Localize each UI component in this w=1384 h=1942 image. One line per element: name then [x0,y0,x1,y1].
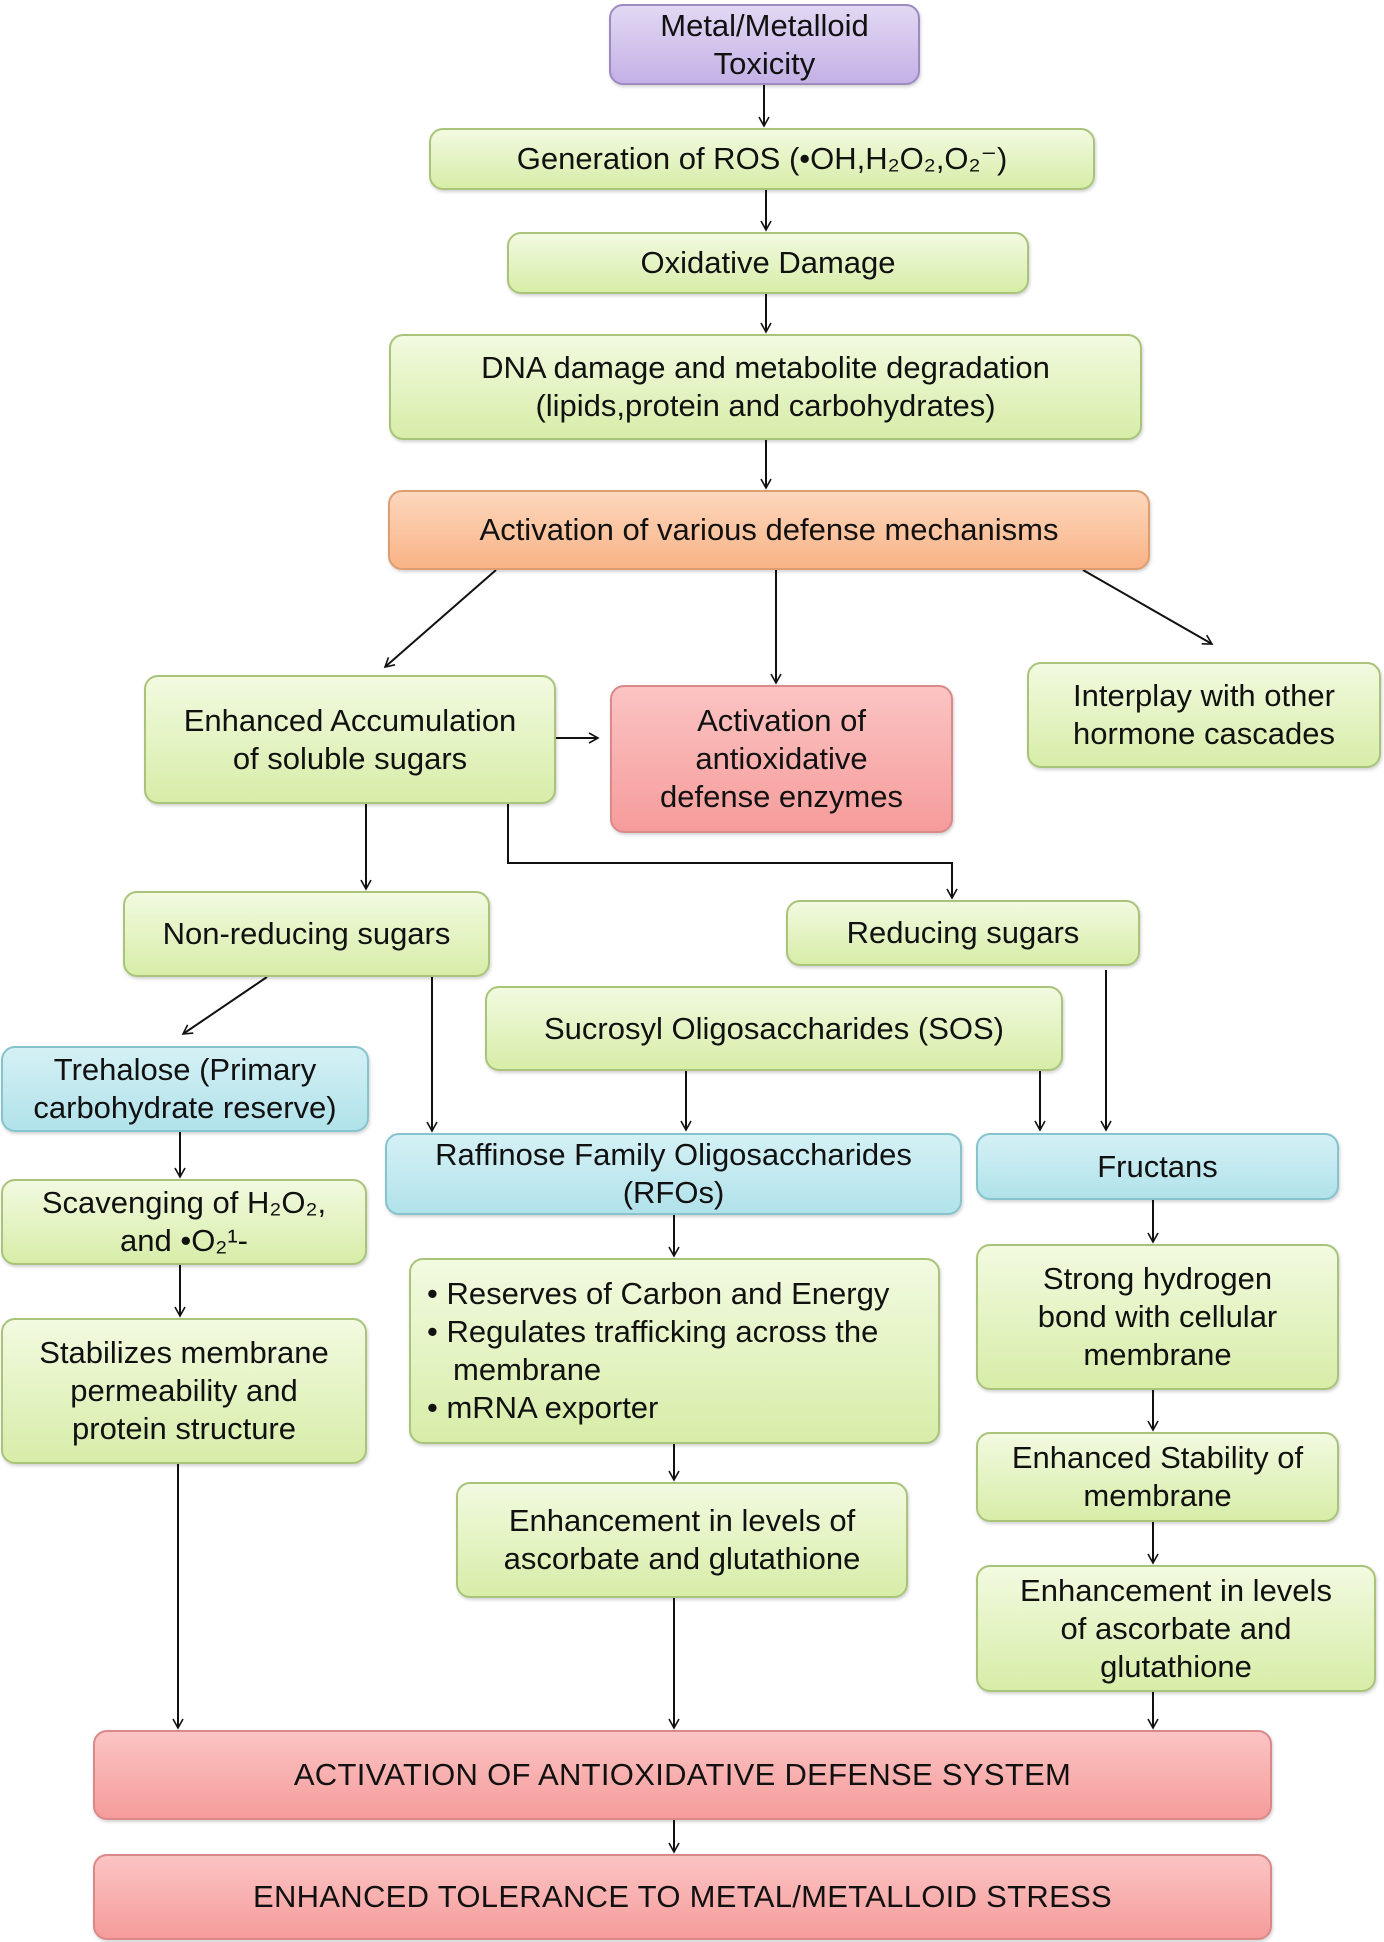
ascorbate-center-line-2: ascorbate and glutathione [503,1541,861,1576]
membrane-stability-node: Enhanced Stability of membrane [976,1432,1339,1522]
antioxidative-enzymes-line-2: antioxidative [695,741,868,776]
antioxidative-system-text: ACTIVATION OF ANTIOXIDATIVE DEFENSE SYST… [293,1757,1072,1792]
ascorbate-center-node: Enhancement in levels of ascorbate and g… [456,1482,908,1598]
stabilizes-membrane-line-2: permeability and [70,1373,298,1408]
dna-damage-line-1: DNA damage and metabolite degradation [481,350,1050,385]
dna-damage-node: DNA damage and metabolite degradation (l… [389,334,1142,440]
fructans-text: Fructans [1097,1148,1218,1184]
hormone-cascades-node: Interplay with other hormone cascades [1027,662,1381,768]
scavenging-line-2: and •O₂¹- [120,1223,248,1258]
non-reducing-sugars-node: Non-reducing sugars [123,891,490,977]
rfos-line-2: (RFOs) [622,1175,725,1210]
rfos-line-1: Raffinose Family Oligosaccharides [435,1137,912,1172]
hormone-cascades-line-2: hormone cascades [1073,716,1335,751]
soluble-sugars-node: Enhanced Accumulation of soluble sugars [144,675,556,804]
rfo-role-mrna-exporter: • mRNA exporter [427,1390,659,1425]
antioxidative-system-node: ACTIVATION OF ANTIOXIDATIVE DEFENSE SYST… [93,1730,1272,1820]
scavenging-line-1: Scavenging of H₂O₂, [41,1185,327,1220]
reducing-sugars-node: Reducing sugars [786,900,1140,966]
defense-activation-text: Activation of various defense mechanisms [479,512,1059,547]
enhanced-tolerance-text: ENHANCED TOLERANCE TO METAL/METALLOID ST… [252,1879,1112,1914]
arrow-defense-to-hormones [1082,569,1214,645]
ascorbate-right-line-3: glutathione [1100,1648,1252,1684]
hydrogen-bond-line-2: bond with cellular [1037,1299,1278,1334]
rfo-role-trafficking-cont: membrane [453,1352,602,1387]
metal-toxicity-node: Metal/Metalloid Toxicity [609,4,920,85]
membrane-stability-line-2: membrane [1083,1478,1232,1513]
ros-generation-text: Generation of ROS (•OH,H₂O₂,O₂⁻) [516,141,1008,176]
trehalose-line-2: carbohydrate reserve) [33,1090,337,1125]
membrane-stability-line-1: Enhanced Stability of [1011,1440,1304,1475]
sos-node: Sucrosyl Oligosaccharides (SOS) [485,986,1063,1071]
reducing-sugars-text: Reducing sugars [846,915,1080,950]
rfo-role-trafficking: • Regulates trafficking across the [427,1314,879,1349]
non-reducing-sugars-text: Non-reducing sugars [162,916,451,951]
metal-toxicity-line-2: Toxicity [713,45,816,81]
ascorbate-right-line-2: of ascorbate and [1060,1610,1292,1646]
hydrogen-bond-line-3: membrane [1083,1337,1232,1372]
stabilizes-membrane-node: Stabilizes membrane permeability and pro… [1,1318,367,1464]
trehalose-node: Trehalose (Primary carbohydrate reserve) [1,1046,369,1132]
hydrogen-bond-line-1: Strong hydrogen [1042,1261,1273,1296]
antioxidative-enzymes-line-1: Activation of [697,703,866,738]
oxidative-damage-text: Oxidative Damage [640,245,896,280]
ascorbate-right-line-1: Enhancement in levels [1020,1572,1332,1608]
ros-generation-node: Generation of ROS (•OH,H₂O₂,O₂⁻) [429,128,1095,190]
fructans-node: Fructans [976,1133,1339,1200]
soluble-sugars-line-2: of soluble sugars [232,740,468,776]
antioxidative-enzymes-node: Activation of antioxidative defense enzy… [610,685,953,833]
antioxidative-enzymes-line-3: defense enzymes [660,779,903,814]
soluble-sugars-line-1: Enhanced Accumulation [183,702,517,738]
stabilizes-membrane-line-3: protein structure [72,1411,296,1446]
metal-toxicity-line-1: Metal/Metalloid [660,7,869,43]
scavenging-node: Scavenging of H₂O₂, and •O₂¹- [1,1179,367,1265]
rfo-roles-node: • Reserves of Carbon and Energy • Regula… [409,1258,940,1444]
hormone-cascades-line-1: Interplay with other [1073,678,1335,713]
stabilizes-membrane-line-1: Stabilizes membrane [39,1335,329,1370]
sos-text: Sucrosyl Oligosaccharides (SOS) [544,1010,1004,1046]
ascorbate-right-node: Enhancement in levels of ascorbate and g… [976,1565,1376,1692]
hydrogen-bond-node: Strong hydrogen bond with cellular membr… [976,1244,1339,1390]
dna-damage-line-2: (lipids,protein and carbohydrates) [535,388,996,423]
rfos-node: Raffinose Family Oligosaccharides (RFOs) [385,1133,962,1215]
defense-activation-node: Activation of various defense mechanisms [388,490,1150,570]
enhanced-tolerance-node: ENHANCED TOLERANCE TO METAL/METALLOID ST… [93,1854,1272,1940]
arrow-defense-to-sugars [383,569,497,669]
trehalose-line-1: Trehalose (Primary [53,1052,317,1087]
oxidative-damage-node: Oxidative Damage [507,232,1029,294]
arrow-sugars-to-reducing [507,804,958,900]
rfo-role-carbon-energy: • Reserves of Carbon and Energy [427,1276,890,1311]
arrow-nonreducing-to-trehalose [181,976,268,1035]
ascorbate-center-line-1: Enhancement in levels of [508,1503,856,1538]
